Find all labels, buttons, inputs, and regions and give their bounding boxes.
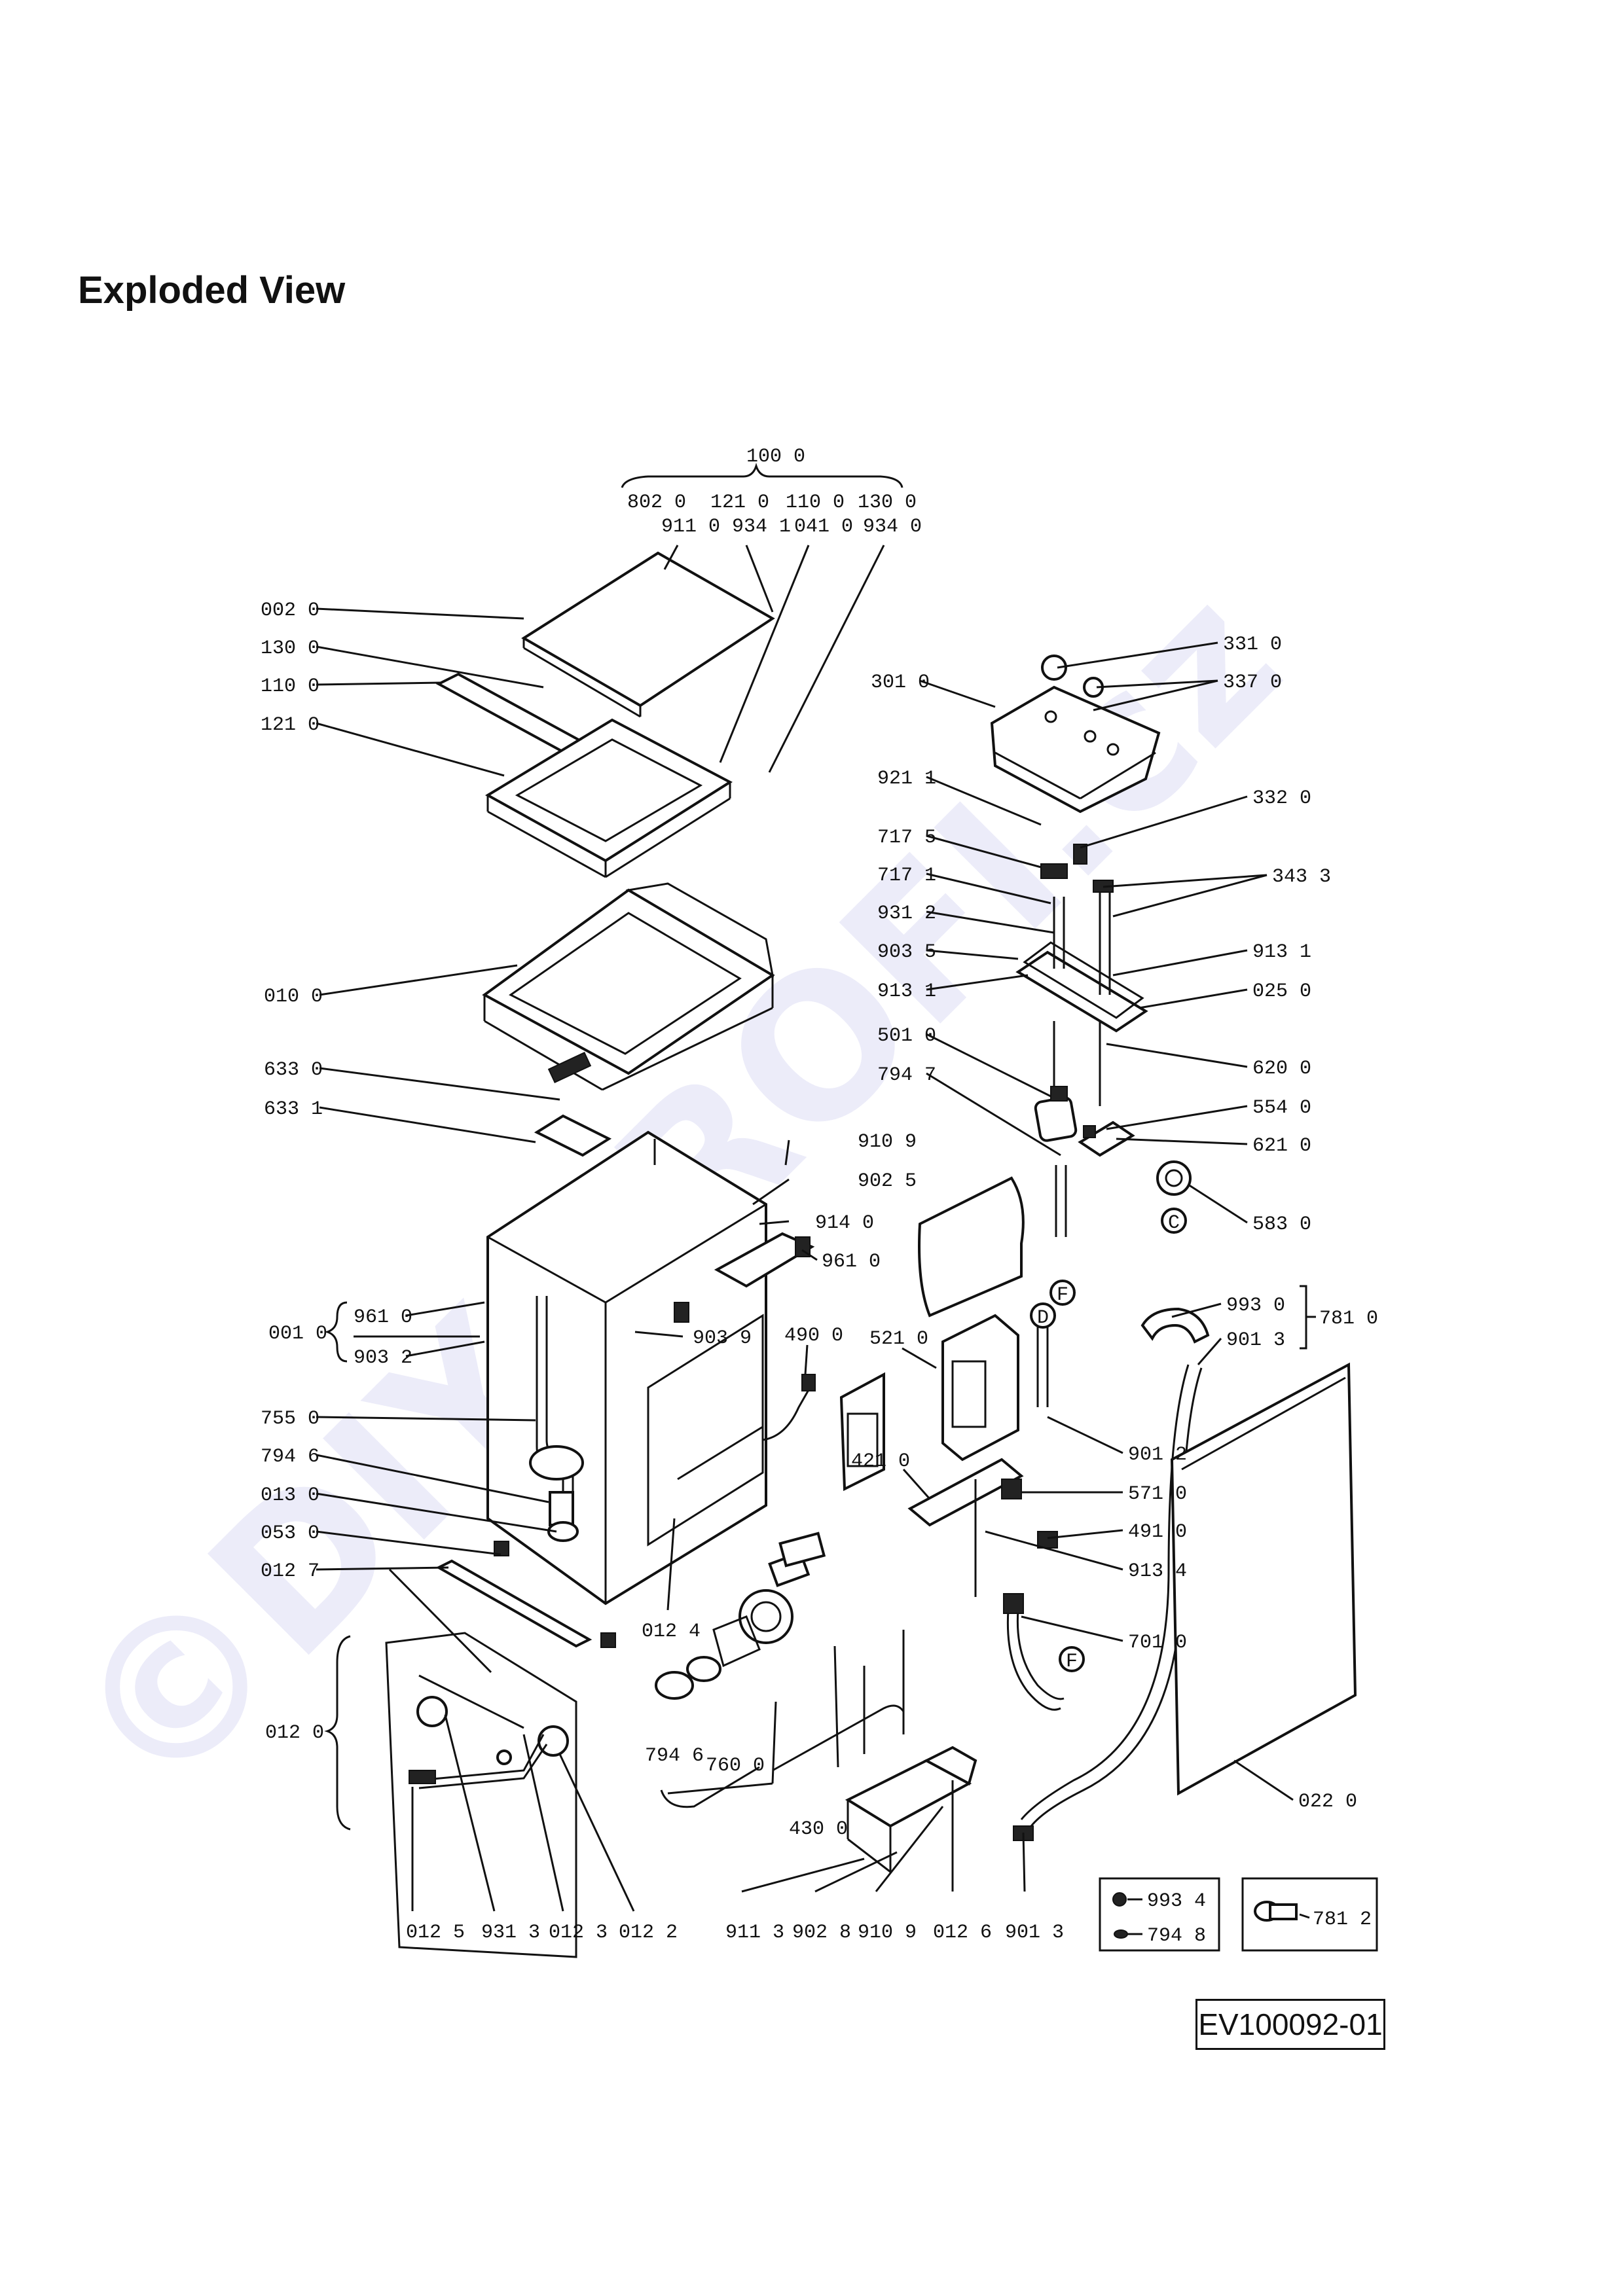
label-430-0: 430 0 <box>789 1818 848 1840</box>
label-931-2: 931 2 <box>877 903 936 925</box>
label-913-1-a: 913 1 <box>1252 941 1311 963</box>
label-901-2: 901 2 <box>1128 1444 1187 1466</box>
label-794-6-a: 794 6 <box>261 1446 319 1468</box>
label-621-0: 621 0 <box>1252 1135 1311 1157</box>
label-903-5: 903 5 <box>877 941 936 963</box>
label-130-0: 130 0 <box>261 637 319 660</box>
label-910-9-b: 910 9 <box>858 1922 917 1944</box>
label-760-0: 760 0 <box>706 1755 765 1777</box>
side-panel-part <box>1170 1362 1357 1796</box>
label-620-0: 620 0 <box>1252 1058 1311 1080</box>
label-013-0: 013 0 <box>261 1484 319 1507</box>
label-903-2: 903 2 <box>354 1347 412 1369</box>
label-010-0: 010 0 <box>264 986 323 1008</box>
label-961-0-b: 961 0 <box>822 1251 881 1273</box>
brace-012 <box>324 1635 351 1831</box>
label-130-0-top: 130 0 <box>858 492 917 514</box>
label-701-0: 701 0 <box>1128 1632 1187 1654</box>
label-053-0: 053 0 <box>261 1522 319 1545</box>
label-121-0: 121 0 <box>261 714 319 736</box>
parts-drawing <box>385 551 1357 1958</box>
label-961-0-a: 961 0 <box>354 1306 412 1329</box>
label-901-3-a: 901 3 <box>1226 1329 1285 1352</box>
label-421-0: 421 0 <box>851 1450 910 1473</box>
label-910-9-a: 910 9 <box>858 1131 917 1153</box>
label-521-0: 521 0 <box>869 1328 928 1350</box>
label-002-0: 002 0 <box>261 600 319 622</box>
circle-markers: D F C F <box>1030 1208 1187 1673</box>
label-110-0: 110 0 <box>261 675 319 698</box>
label-902-5: 902 5 <box>858 1170 917 1193</box>
detergent-lid-part <box>990 685 1161 814</box>
label-121-0-top: 121 0 <box>710 492 769 514</box>
label-490-0: 490 0 <box>784 1325 843 1347</box>
label-025-0: 025 0 <box>1252 980 1311 1003</box>
document-code: EV100092-01 <box>1195 1999 1385 2050</box>
label-781-2: 781 2 <box>1313 1909 1372 1931</box>
marker-d: D <box>1037 1307 1049 1329</box>
label-717-5: 717 5 <box>877 827 936 849</box>
brace-001 <box>324 1301 348 1363</box>
label-012-0: 012 0 <box>265 1722 324 1744</box>
label-110-0-top: 110 0 <box>786 492 845 514</box>
label-903-9: 903 9 <box>693 1327 752 1350</box>
label-332-0: 332 0 <box>1252 787 1311 810</box>
label-501-0: 501 0 <box>877 1025 936 1047</box>
legend-boxes <box>1099 1877 1378 1952</box>
marker-c: C <box>1168 1212 1180 1234</box>
leader-lines <box>316 462 1316 1912</box>
label-343-3: 343 3 <box>1272 866 1331 888</box>
label-583-0: 583 0 <box>1252 1213 1311 1236</box>
label-012-6: 012 6 <box>933 1922 992 1944</box>
cabinet-part <box>486 1130 767 1605</box>
label-012-4: 012 4 <box>642 1621 701 1643</box>
label-554-0: 554 0 <box>1252 1097 1311 1119</box>
page-title: Exploded View <box>78 269 346 312</box>
label-633-1: 633 1 <box>264 1098 323 1121</box>
label-794-6-b: 794 6 <box>645 1745 704 1767</box>
label-914-0: 914 0 <box>815 1212 874 1234</box>
label-717-1: 717 1 <box>877 865 936 887</box>
label-781-0: 781 0 <box>1319 1308 1378 1330</box>
label-012-7: 012 7 <box>261 1560 319 1583</box>
label-001-0: 001 0 <box>268 1323 327 1345</box>
label-911-3: 911 3 <box>725 1922 784 1944</box>
label-802-0: 802 0 <box>627 492 686 514</box>
label-633-0: 633 0 <box>264 1059 323 1081</box>
label-931-3: 931 3 <box>481 1922 540 1944</box>
marker-f-bottom: F <box>1066 1651 1078 1673</box>
label-337-0: 337 0 <box>1223 672 1282 694</box>
label-901-3-b: 901 3 <box>1005 1922 1064 1944</box>
label-794-7: 794 7 <box>877 1064 936 1086</box>
label-934-0: 934 0 <box>863 516 922 538</box>
label-913-4: 913 4 <box>1128 1560 1187 1583</box>
label-902-8: 902 8 <box>792 1922 851 1944</box>
label-301-0: 301 0 <box>871 672 930 694</box>
label-022-0: 022 0 <box>1298 1791 1357 1813</box>
label-041-0: 041 0 <box>794 516 853 538</box>
label-012-2: 012 2 <box>619 1922 678 1944</box>
label-012-3: 012 3 <box>549 1922 608 1944</box>
label-794-8: 794 8 <box>1147 1925 1206 1947</box>
brace-100 <box>621 462 903 488</box>
part-labels: 100 0 802 0 121 0 110 0 130 0 911 0 934 … <box>261 446 1378 1947</box>
worktop-part <box>521 551 775 708</box>
label-911-0: 911 0 <box>661 516 720 538</box>
label-331-0: 331 0 <box>1223 634 1282 656</box>
label-993-4: 993 4 <box>1147 1890 1206 1912</box>
label-755-0: 755 0 <box>261 1408 319 1430</box>
brace-781 <box>1300 1285 1316 1350</box>
label-993-0: 993 0 <box>1226 1295 1285 1317</box>
label-100-0: 100 0 <box>746 446 805 468</box>
label-571-0: 571 0 <box>1128 1483 1187 1505</box>
label-491-0: 491 0 <box>1128 1521 1187 1543</box>
label-934-1: 934 1 <box>732 516 791 538</box>
label-012-5: 012 5 <box>406 1922 465 1944</box>
label-921-1: 921 1 <box>877 768 936 790</box>
label-913-1-b: 913 1 <box>877 980 936 1003</box>
marker-f-top: F <box>1057 1284 1068 1306</box>
